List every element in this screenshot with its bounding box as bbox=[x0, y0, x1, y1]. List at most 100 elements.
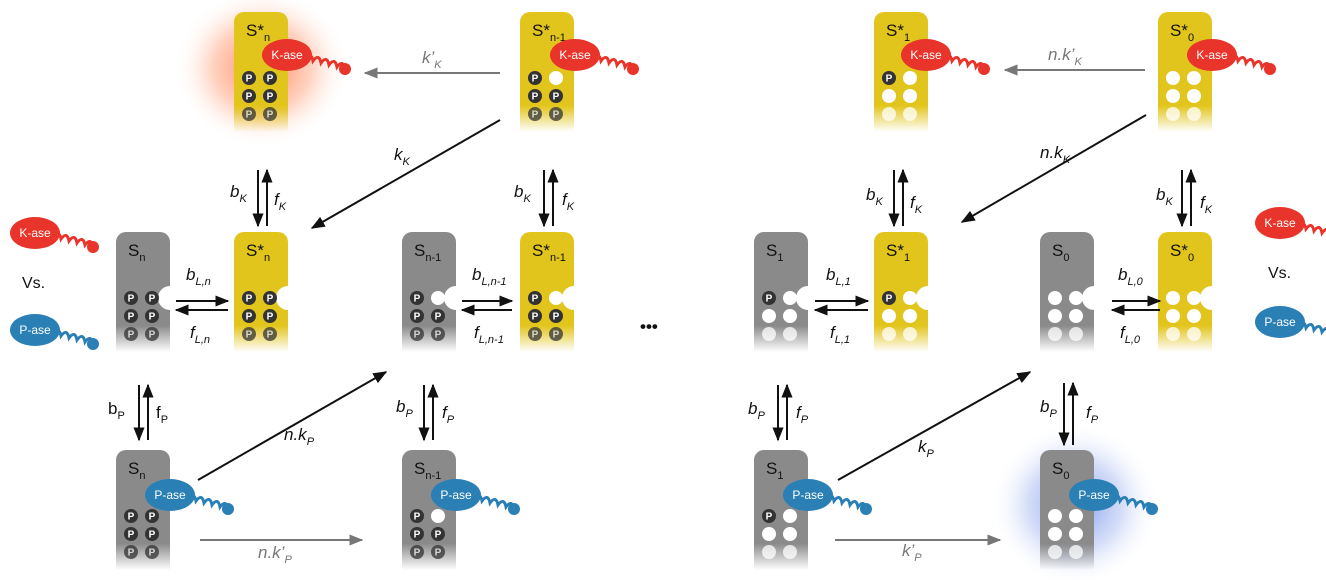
phospho-site bbox=[242, 107, 256, 121]
kinase-top-n-1-label: K-ase bbox=[559, 48, 591, 62]
label-bP-0: bP bbox=[1040, 397, 1057, 420]
label-bP-n-1: bP bbox=[396, 397, 413, 420]
phospho-site bbox=[410, 509, 424, 523]
phosphatase-bot-n-1-tail bbox=[472, 494, 516, 511]
empty-site bbox=[882, 107, 896, 121]
legend-phosphatase-right: P-ase bbox=[1255, 306, 1326, 338]
empty-site bbox=[1048, 327, 1062, 341]
kinase-top-1-tail bbox=[942, 54, 986, 71]
substrate-mid-S-1: S1P bbox=[754, 232, 820, 352]
legend-kinase-tail bbox=[51, 232, 95, 249]
phospho-label: P bbox=[435, 312, 442, 323]
phospho-label: P bbox=[128, 294, 135, 305]
phospho-label: P bbox=[553, 312, 560, 323]
phospho-label: P bbox=[414, 294, 421, 305]
phospho-site bbox=[242, 309, 256, 323]
kinase-top-n-1-tail-end bbox=[627, 63, 639, 75]
substrate-bot-S-n-label: Sn bbox=[128, 459, 145, 482]
phospho-label: P bbox=[267, 110, 274, 121]
substrate-mid-S-star-1-binding-notch bbox=[916, 286, 940, 310]
empty-site bbox=[882, 89, 896, 103]
kinase-top-1-label: K-ase bbox=[910, 48, 942, 62]
label-n-k-K: n.kK bbox=[1040, 143, 1071, 166]
phosphatase-bot-n-1-head bbox=[431, 479, 481, 511]
label-fP-0: fP bbox=[1086, 403, 1099, 426]
label-bL-n: bL,n bbox=[186, 265, 211, 288]
substrate-bot-S-0-label: S0 bbox=[1052, 459, 1069, 482]
phospho-site bbox=[145, 545, 159, 559]
substrate-mid-S-1-binding-notch bbox=[796, 286, 820, 310]
phospho-label: P bbox=[532, 74, 539, 85]
phospho-site bbox=[431, 527, 445, 541]
substrate-mid-S-star-0-label: S*0 bbox=[1170, 241, 1194, 264]
phospho-label: P bbox=[149, 548, 156, 559]
substrate-mid-S-n-1-binding-notch bbox=[444, 286, 468, 310]
phospho-site bbox=[762, 509, 776, 523]
empty-site bbox=[783, 545, 797, 559]
phospho-label: P bbox=[246, 312, 253, 323]
phospho-site bbox=[410, 291, 424, 305]
empty-site bbox=[1069, 327, 1083, 341]
label-fL-0: fL,0 bbox=[1120, 323, 1141, 346]
phospho-label: P bbox=[149, 512, 156, 523]
phospho-site bbox=[882, 71, 896, 85]
substrate-top-S-star-0-label: S*0 bbox=[1170, 21, 1194, 44]
empty-site bbox=[903, 291, 917, 305]
phosphatase-bot-n-head bbox=[145, 479, 195, 511]
empty-site bbox=[1069, 309, 1083, 323]
phospho-label: P bbox=[553, 92, 560, 103]
phospho-label: P bbox=[532, 294, 539, 305]
substrate-mid-S-0-label: S0 bbox=[1052, 241, 1069, 264]
kinase-top-n-label: K-ase bbox=[271, 48, 303, 62]
legend-kinase: K-ase bbox=[10, 217, 99, 253]
phospho-site bbox=[145, 327, 159, 341]
empty-site bbox=[762, 545, 776, 559]
substrate-mid-S-star-1-label: S*1 bbox=[886, 241, 910, 264]
label-fL-1: fL,1 bbox=[830, 323, 850, 346]
phosphatase-bot-n-1-label: P-ase bbox=[440, 488, 472, 502]
phospho-label: P bbox=[532, 312, 539, 323]
kinase-top-0-tail-end bbox=[1264, 63, 1276, 75]
label-n-k-prime-K: n.k’K bbox=[1048, 45, 1082, 68]
kinase-top-n-1: K-ase bbox=[550, 39, 639, 75]
legend-kinase-head bbox=[10, 217, 60, 249]
ellipsis: ••• bbox=[640, 317, 658, 336]
phospho-label: P bbox=[267, 294, 274, 305]
phospho-site bbox=[263, 89, 277, 103]
label-fP-n-1: fP bbox=[442, 403, 455, 426]
legend-kinase-right-head bbox=[1255, 207, 1305, 239]
phospho-site bbox=[431, 327, 445, 341]
empty-site bbox=[1187, 107, 1201, 121]
phospho-label: P bbox=[766, 512, 773, 523]
label-bP-1: bP bbox=[748, 399, 765, 422]
substrate-top-S-star-0: S*0 bbox=[1158, 12, 1212, 132]
phospho-label: P bbox=[553, 110, 560, 121]
phospho-site bbox=[410, 545, 424, 559]
phospho-site bbox=[410, 527, 424, 541]
phospho-site bbox=[242, 291, 256, 305]
label-bK-n: bK bbox=[230, 182, 247, 205]
phospho-site bbox=[762, 291, 776, 305]
phospho-site bbox=[528, 327, 542, 341]
phospho-site bbox=[124, 291, 138, 305]
phospho-site bbox=[145, 309, 159, 323]
kinase-top-0-head bbox=[1187, 39, 1237, 71]
label-bL-n-1: bL,n-1 bbox=[472, 265, 507, 288]
kinase-top-0: K-ase bbox=[1187, 39, 1276, 75]
label-fK-n: fK bbox=[274, 190, 287, 213]
phospho-label: P bbox=[886, 294, 893, 305]
phospho-label: P bbox=[149, 330, 156, 341]
empty-site bbox=[1187, 89, 1201, 103]
phospho-site bbox=[124, 545, 138, 559]
phosphatase-bot-n: P-ase bbox=[145, 479, 234, 515]
substrate-mid-S-star-1: S*1P bbox=[874, 232, 940, 352]
substrate-mid-S-star-n-binding-notch bbox=[276, 286, 300, 310]
phosphatase-bot-0-tail-end bbox=[1146, 503, 1158, 515]
arrow-n-k-P bbox=[197, 371, 388, 481]
empty-site bbox=[431, 291, 445, 305]
empty-site bbox=[783, 291, 797, 305]
